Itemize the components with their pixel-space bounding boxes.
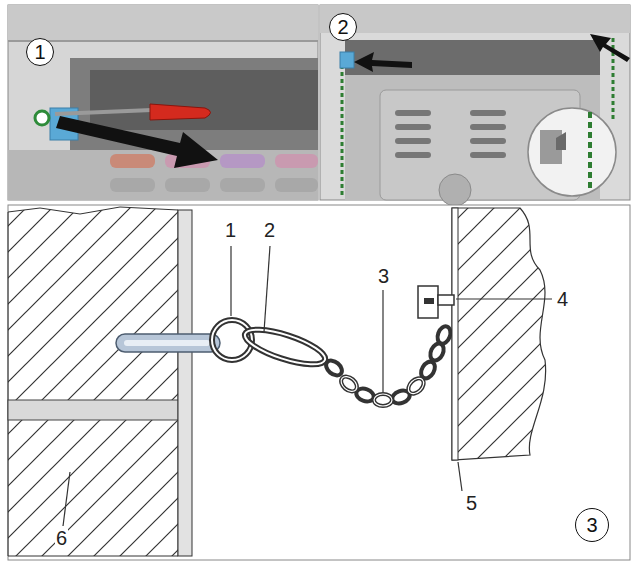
photo-panel [395,138,431,144]
section-drawing [178,210,192,556]
section-drawing [323,324,452,406]
photo-panel [150,104,211,120]
panel-number: 2 [337,17,348,37]
leader-line [230,246,231,316]
photo-panel [528,108,616,196]
section-drawing [8,205,630,560]
section-drawing [124,340,210,346]
photo-panel [590,34,630,62]
photo-panel [395,110,431,116]
callout-number: 6 [55,527,68,549]
callout-number: 1 [224,219,237,241]
section-drawing [418,286,438,318]
photo-panel [439,174,471,206]
photo-panel [320,5,630,200]
callout-number: 5 [465,492,478,514]
callout-number: 2 [263,219,276,241]
leader-line [63,472,70,526]
photo-panel [35,111,49,125]
callout-number: 3 [377,265,390,287]
photo-panel [320,5,630,33]
photo-panel [8,5,318,41]
photo-panel [341,65,344,198]
photo-panel [470,138,506,144]
panel-number: 1 [34,42,45,62]
photo-panel [56,116,218,168]
section-drawing [374,394,392,406]
photo-panel [470,152,506,158]
photo-panel [275,178,318,192]
section-drawing [8,205,630,560]
section-drawing [424,298,434,304]
photo-panel [220,154,265,168]
photo-panel [90,70,318,130]
photo-panel [588,112,592,192]
leader-line [456,298,552,299]
photo-panel [8,40,318,42]
photo-panel [165,178,210,192]
section-drawing [338,374,360,395]
photo-panel [320,5,630,206]
section-drawing [8,207,178,556]
leader-line [264,246,270,332]
photo-panel [354,52,412,72]
panel-number-circle: 3 [575,508,609,542]
panel-number-circle: 2 [329,13,357,41]
panel-number: 3 [586,515,597,535]
photo-panel [220,178,265,192]
section-drawing [8,400,178,420]
photo-panel [8,150,318,200]
panel-number-circle: 1 [26,38,54,66]
photo-panel [556,132,566,150]
section-drawing [452,208,546,460]
section-drawing [241,323,328,372]
photo-panel [470,124,506,130]
section-drawing [374,394,392,406]
section-drawing [435,324,452,345]
section-drawing [452,208,458,460]
photo-panel [110,154,155,168]
photo-panel [395,124,431,130]
photo-panel [8,5,318,200]
section-drawing [438,295,454,305]
photo-panel [55,110,152,114]
photo-panel [8,5,318,200]
leader-line [382,290,383,392]
section-drawing [241,323,328,372]
photo-panel [470,110,506,116]
section-drawing [323,358,345,379]
leader-line [458,462,462,491]
leader-line [63,246,552,526]
section-drawing [116,334,220,352]
photo-panel [395,152,431,158]
section-drawing [405,375,426,396]
photo-panel [275,154,318,168]
photo-panel [340,52,354,68]
callout-number: 4 [556,288,569,310]
photo-panel [110,178,155,192]
photo-panel [345,40,600,75]
